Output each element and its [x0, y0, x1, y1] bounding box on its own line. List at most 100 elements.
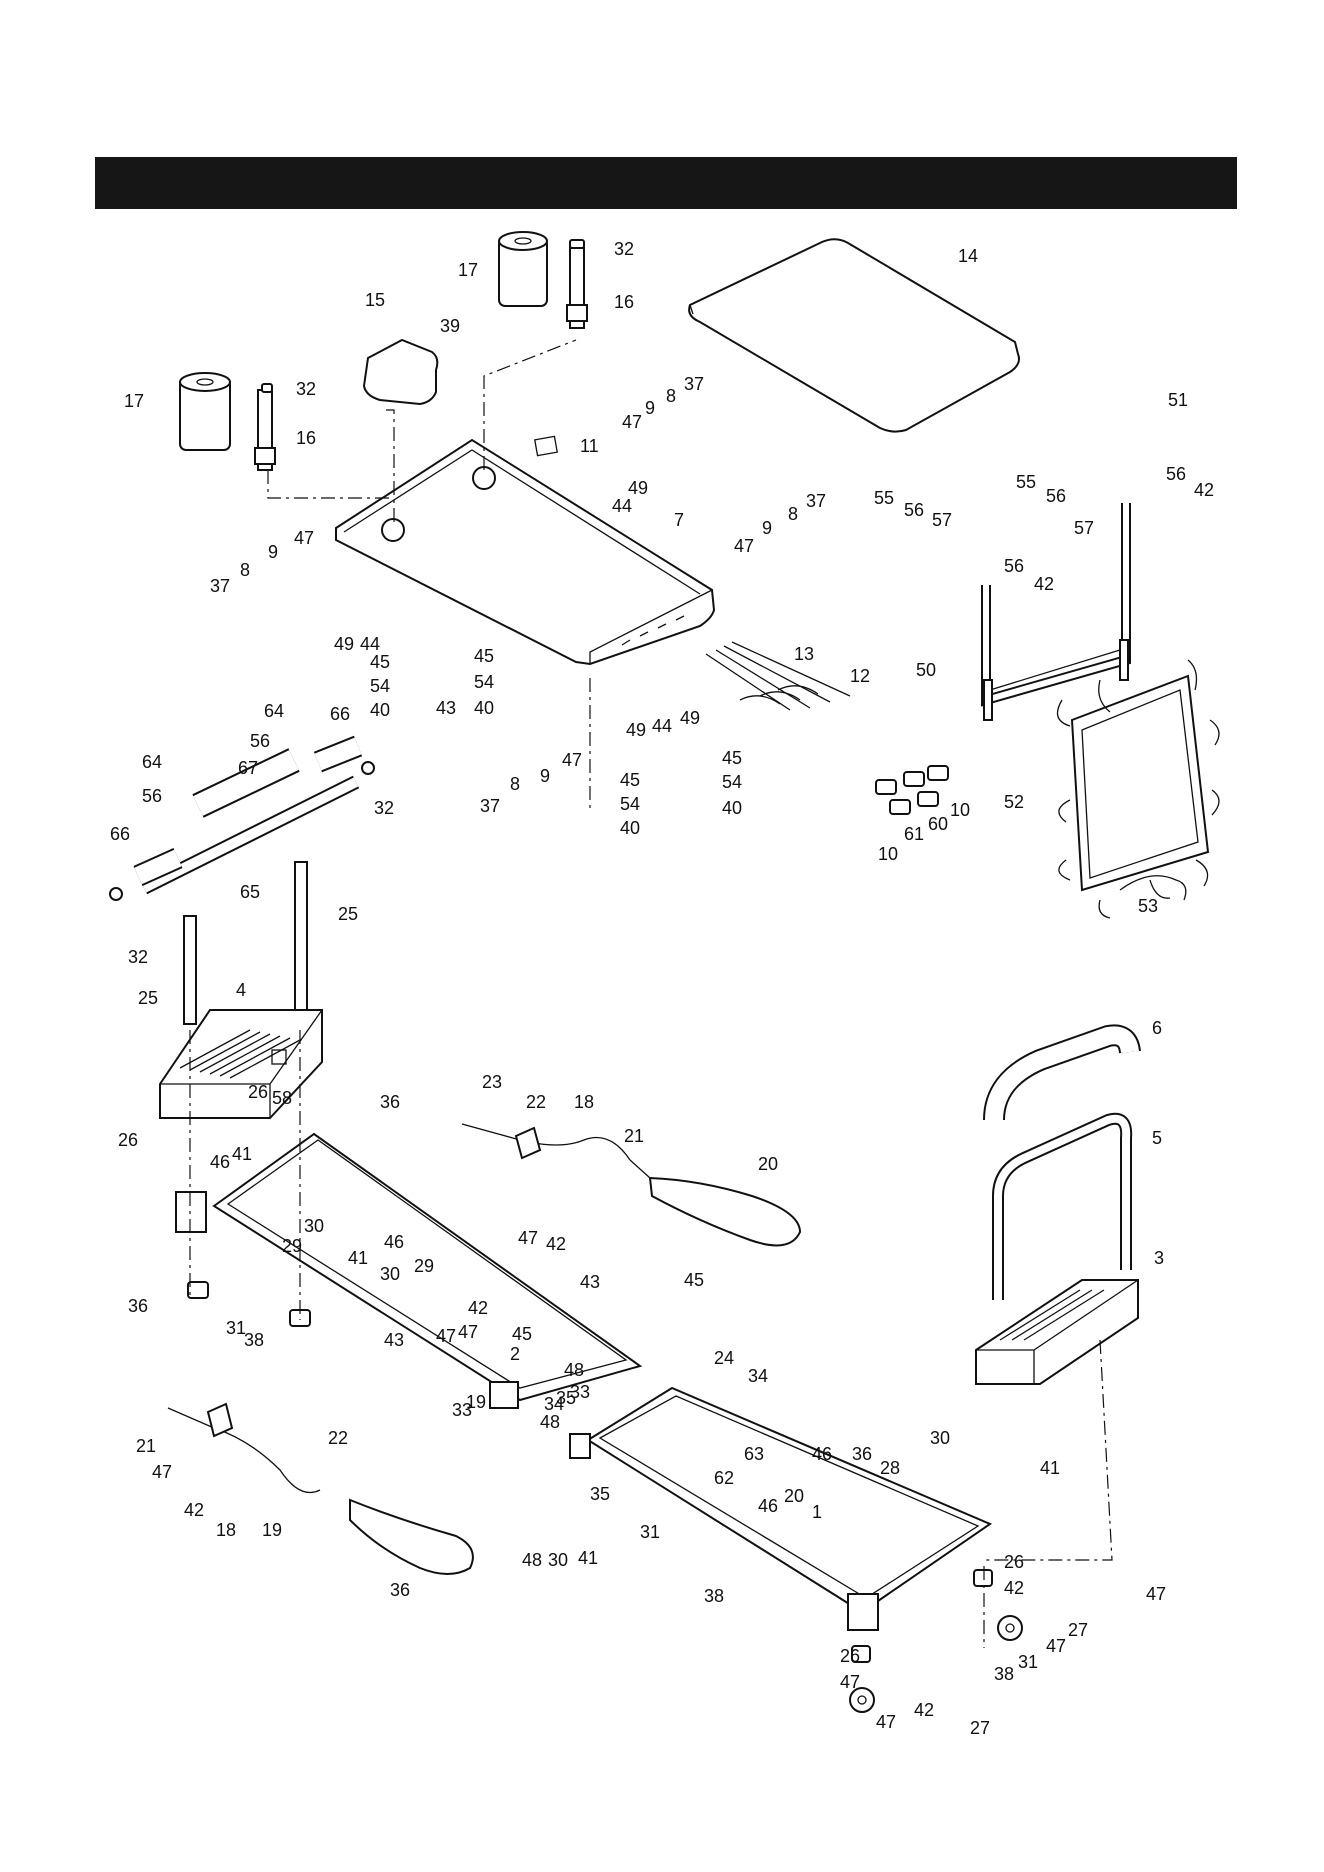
callout: 30 — [380, 1264, 400, 1284]
callout: 26 — [248, 1082, 268, 1102]
callout: 42 — [184, 1500, 204, 1520]
callout: 49 — [334, 634, 354, 654]
callout: 25 — [138, 988, 158, 1008]
callout: 60 — [928, 814, 948, 834]
callout: 48 — [522, 1550, 542, 1570]
callout: 44 — [360, 634, 380, 654]
wheel-lower — [849, 1687, 875, 1713]
strap-upper — [461, 1123, 802, 1247]
end-cap-right — [975, 1279, 1139, 1385]
callout: 56 — [1046, 486, 1066, 506]
callout: 61 — [904, 824, 924, 844]
callout: 29 — [282, 1236, 302, 1256]
callout: 40 — [620, 818, 640, 838]
callout: 66 — [110, 824, 130, 844]
roller-post-left — [254, 383, 276, 471]
seat-pad — [688, 238, 1020, 433]
callout: 26 — [118, 1130, 138, 1150]
callout: 41 — [578, 1548, 598, 1568]
callout: 15 — [365, 290, 385, 310]
handle-frame — [992, 1112, 1133, 1300]
callout: 47 — [734, 536, 754, 556]
callout: 54 — [474, 672, 494, 692]
callout: 52 — [1004, 792, 1024, 812]
callout: 48 — [540, 1412, 560, 1432]
callout: 57 — [1074, 518, 1094, 538]
callout: 14 — [958, 246, 978, 266]
callout: 43 — [580, 1272, 600, 1292]
callout: 42 — [546, 1234, 566, 1254]
callout: 8 — [666, 386, 676, 406]
callout: 55 — [1016, 472, 1036, 492]
callout: 32 — [614, 239, 634, 259]
callout: 9 — [268, 542, 278, 562]
callout: 1 — [812, 1502, 822, 1522]
callout: 56 — [250, 731, 270, 751]
callout: 41 — [348, 1248, 368, 1268]
callout: 47 — [1146, 1584, 1166, 1604]
callout: 53 — [1138, 896, 1158, 916]
part-shapes — [109, 231, 1220, 1713]
callout: 51 — [1168, 390, 1188, 410]
callout: 8 — [510, 774, 520, 794]
callout: 45 — [474, 646, 494, 666]
callout: 36 — [380, 1092, 400, 1112]
callout: 29 — [414, 1256, 434, 1276]
roller-post-top — [566, 239, 588, 329]
callout: 49 — [680, 708, 700, 728]
callout: 55 — [874, 488, 894, 508]
callout: 49 — [628, 478, 648, 498]
callout: 10 — [950, 800, 970, 820]
callout: 32 — [296, 379, 316, 399]
callout: 45 — [684, 1270, 704, 1290]
callout: 62 — [714, 1468, 734, 1488]
callout: 47 — [840, 1672, 860, 1692]
callout: 22 — [526, 1092, 546, 1112]
callout: 46 — [384, 1232, 404, 1252]
callout: 21 — [136, 1436, 156, 1456]
callout: 46 — [210, 1152, 230, 1172]
strap-lower — [167, 1402, 474, 1575]
callout: 31 — [226, 1318, 246, 1338]
callout: 5 — [1152, 1128, 1162, 1148]
rail-right — [569, 1386, 993, 1631]
callout: 41 — [232, 1144, 252, 1164]
callout: 63 — [744, 1444, 764, 1464]
callout: 9 — [645, 398, 655, 418]
callout: 20 — [784, 1486, 804, 1506]
callout: 42 — [1034, 574, 1054, 594]
callout: 38 — [244, 1330, 264, 1350]
callout: 35 — [590, 1484, 610, 1504]
callout: 47 — [294, 528, 314, 548]
callout: 42 — [468, 1298, 488, 1318]
callout: 56 — [904, 500, 924, 520]
callout: 42 — [1004, 1578, 1024, 1598]
callout: 40 — [474, 698, 494, 718]
callout: 16 — [614, 292, 634, 312]
frame-lower — [981, 503, 1131, 721]
callout: 38 — [704, 1586, 724, 1606]
callout: 45 — [722, 748, 742, 768]
callout: 19 — [466, 1392, 486, 1412]
callout: 17 — [458, 260, 478, 280]
callout: 54 — [722, 772, 742, 792]
callout: 3 — [1154, 1248, 1164, 1268]
callout: 47 — [876, 1712, 896, 1732]
wheel-upper — [997, 1615, 1023, 1641]
callout: 45 — [512, 1324, 532, 1344]
callout: 32 — [128, 947, 148, 967]
callout: 47 — [1046, 1636, 1066, 1656]
callout: 33 — [570, 1382, 590, 1402]
callout: 17 — [124, 391, 144, 411]
callout: 44 — [612, 496, 632, 516]
callout: 41 — [1040, 1458, 1060, 1478]
callout: 47 — [436, 1326, 456, 1346]
callout: 54 — [370, 676, 390, 696]
callout: 26 — [840, 1646, 860, 1666]
callout: 56 — [1004, 556, 1024, 576]
callout: 22 — [328, 1428, 348, 1448]
callout: 49 — [626, 720, 646, 740]
callout: 56 — [1166, 464, 1186, 484]
callout: 31 — [640, 1522, 660, 1542]
